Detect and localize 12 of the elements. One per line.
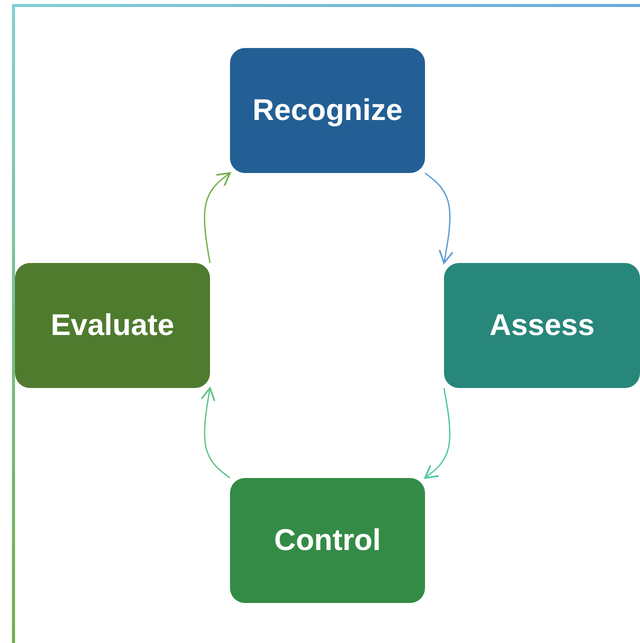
process-box xyxy=(444,263,640,388)
step-label: Evaluate xyxy=(50,308,174,342)
curved-arrow xyxy=(200,387,230,479)
process-box xyxy=(15,263,210,388)
curved-arrow xyxy=(204,172,231,264)
curved-arrow xyxy=(424,172,454,264)
step-label: Assess xyxy=(489,308,595,342)
process-box xyxy=(230,478,425,603)
step-label: Control xyxy=(274,524,381,558)
process-box xyxy=(230,48,425,173)
curved-arrow xyxy=(424,388,450,479)
step-label: Recognize xyxy=(252,94,403,128)
